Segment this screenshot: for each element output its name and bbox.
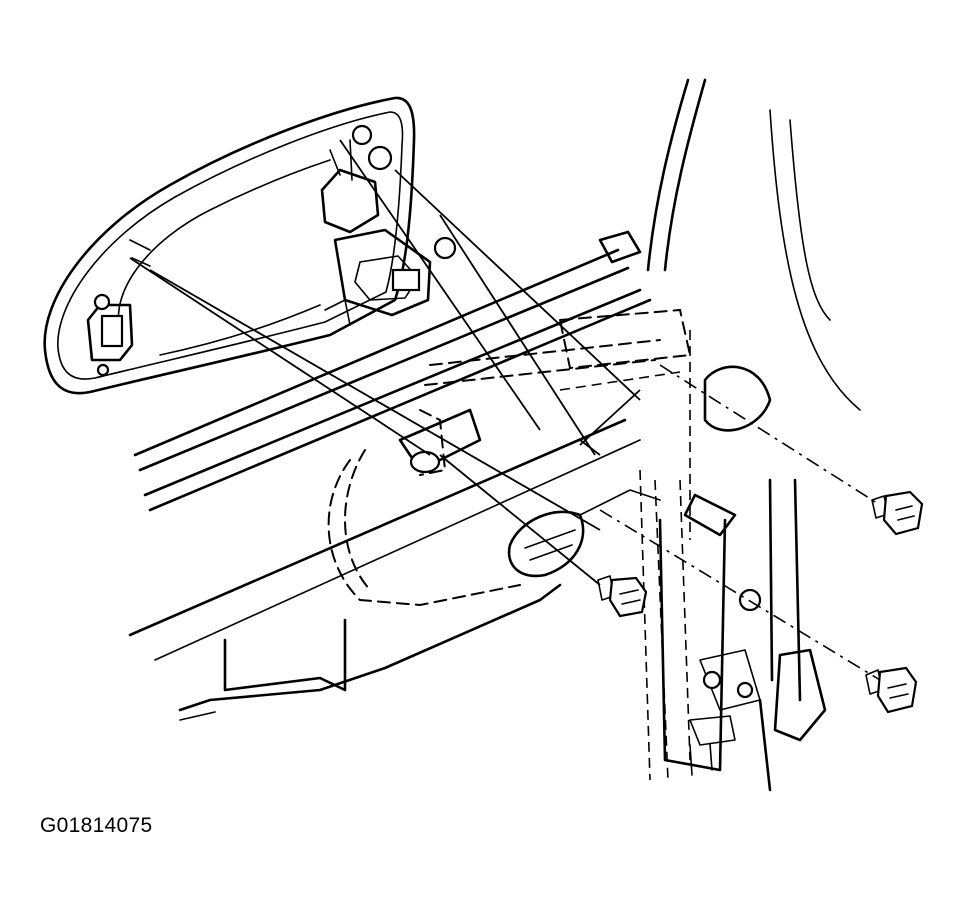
mirror-motor-assembly [320,124,457,326]
pivot-sleeve [398,408,482,474]
mounting-bolt-center [597,575,648,618]
mounting-bolt-lower [865,666,918,714]
mirror-mount-bracket [86,239,151,377]
door-inner-panel [178,518,827,776]
leader-lines [129,139,881,681]
door-belt-line [128,230,652,661]
mounting-bolt-upper [871,490,924,536]
figure-id-label: G01814075 [40,814,153,837]
wiring-connector [507,489,737,578]
hidden-components [327,308,692,781]
door-pillar [646,78,861,792]
mirror-housing [43,96,416,395]
